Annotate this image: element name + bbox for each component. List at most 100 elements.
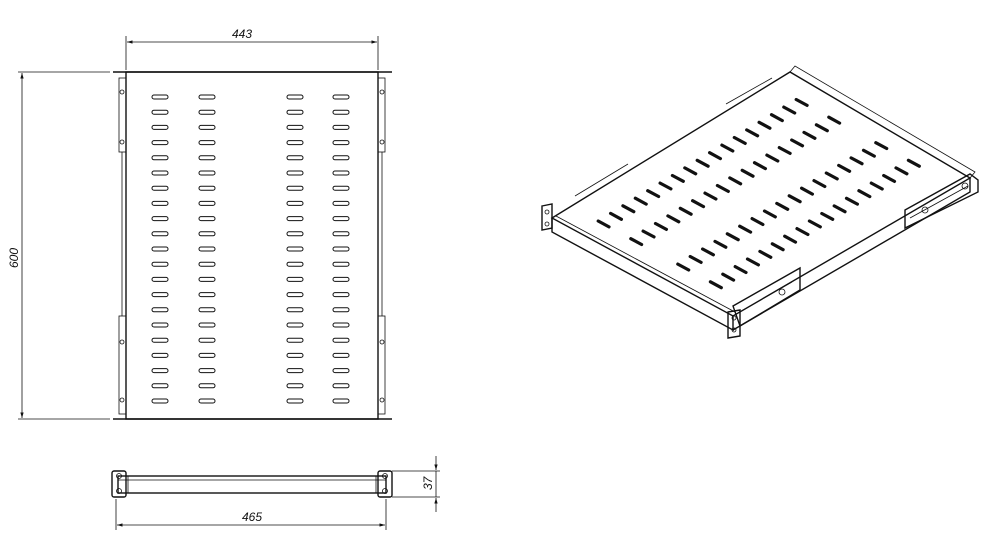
slot [198,185,216,191]
slot [198,383,216,389]
slot [332,292,350,298]
iso-slot [658,181,673,191]
iso-slot [795,227,810,237]
slot [332,261,350,267]
iso-slot [728,176,743,186]
front-left-ear [111,470,127,498]
slot [286,368,304,374]
iso-slot [721,272,736,282]
iso-slot [832,204,847,214]
slot [151,124,169,130]
top-view: 443 600 [7,27,392,420]
iso-slot [666,214,681,224]
iso-slot [695,158,710,168]
iso-slot [713,239,728,249]
iso-slot [824,171,839,181]
iso-slot [802,130,817,140]
iso-slot [758,249,773,259]
slot [151,352,169,358]
slot [332,398,350,404]
dim-depth-label: 600 [7,248,21,268]
slot [332,246,350,252]
iso-slot [683,166,698,176]
slot [332,200,350,206]
slot [151,155,169,161]
slot [151,307,169,313]
dim-overall-width: 465 [115,499,387,530]
left-rail [118,77,127,415]
iso-slot [688,254,703,264]
slot [332,322,350,328]
slot [198,94,216,100]
iso-front-left-ear [541,203,553,231]
slot [198,292,216,298]
iso-front-right-ear [727,309,741,339]
slot [198,307,216,313]
front-view: 37 465 [111,456,440,530]
iso-slot [762,209,777,219]
slot [198,124,216,130]
slot [198,337,216,343]
iso-slot [757,120,772,130]
iso-slot [732,135,747,145]
isometric-view [541,65,979,339]
iso-slot [783,234,798,244]
slot [151,383,169,389]
right-rail [377,77,386,415]
slot [198,216,216,222]
iso-slot [844,196,860,206]
slot [286,200,304,206]
slot [151,368,169,374]
iso-slot [807,219,822,229]
iso-slot [629,237,644,247]
iso-slot [869,181,884,191]
slot [151,170,169,176]
slot [332,383,350,389]
slot [286,398,304,404]
shelf-plate-outline [125,71,379,420]
iso-slot [782,105,797,115]
slot [286,276,304,282]
slot [151,322,169,328]
slot [198,109,216,115]
slot [151,261,169,267]
slot [332,307,350,313]
iso-slot [596,219,611,229]
iso-slot [894,166,909,176]
iso-slot [641,229,656,239]
iso-slot [790,138,805,148]
slot [332,140,350,146]
slot [198,276,216,282]
slot [198,140,216,146]
slot [332,170,350,176]
slot [332,276,350,282]
slot [198,261,216,267]
slot [151,231,169,237]
iso-slot [676,262,691,272]
iso-slot [827,115,842,125]
iso-slot [608,211,624,221]
iso-slot [765,153,780,163]
slot [198,155,216,161]
dim-width: 443 [125,27,379,70]
slot [198,170,216,176]
slot [286,94,304,100]
iso-slot [812,179,827,189]
slot [198,322,216,328]
slot [286,261,304,267]
slot [151,216,169,222]
slot [332,352,350,358]
iso-slot [621,204,636,214]
iso-plate-top [550,71,972,317]
iso-slot [750,217,765,227]
slot [332,155,350,161]
iso-slot [670,173,685,183]
iso-slot [775,201,790,211]
iso-left-rail [574,77,773,197]
iso-right-rail-front [732,266,801,328]
iso-slot [874,141,889,151]
iso-slot [837,163,852,173]
slot [286,155,304,161]
slot [151,337,169,343]
dim-height: 37 [392,456,440,512]
